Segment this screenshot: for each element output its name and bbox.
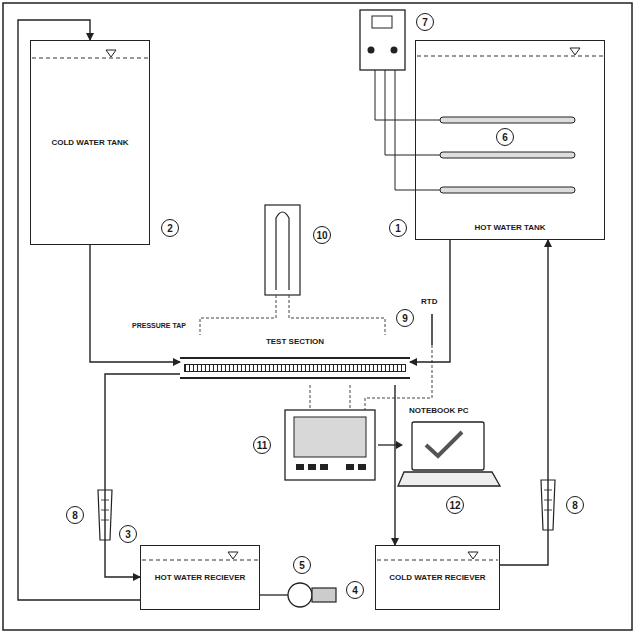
water-pipe	[18, 20, 140, 600]
callout-number: 2	[161, 219, 179, 237]
callout-number: 3	[119, 525, 137, 543]
inner-tube	[184, 364, 406, 372]
water-pipe	[500, 240, 548, 565]
heater-element	[440, 117, 575, 193]
callout-number: 11	[253, 436, 271, 454]
heater-controller	[360, 10, 405, 70]
callout-number: 8	[66, 506, 84, 524]
data-logger	[285, 410, 375, 480]
callout-number: 7	[416, 13, 434, 31]
pump-pipe	[260, 594, 288, 595]
laptop-base	[398, 472, 500, 486]
controller-knob	[368, 47, 375, 54]
controller-knob	[391, 47, 398, 54]
laptop-screen	[412, 422, 484, 470]
u-tube-manometer	[265, 205, 300, 295]
part-label: PRESSURE TAP	[131, 322, 187, 330]
callout-number: 8	[566, 496, 584, 514]
callout-number: 5	[293, 556, 311, 574]
logger-screen	[294, 417, 366, 457]
screen-check	[426, 432, 462, 456]
heat-exchanger-tube	[180, 357, 410, 379]
callout-number: 10	[313, 226, 331, 244]
test-section: TEST SECTION	[180, 335, 410, 385]
rotameter-scale	[101, 490, 552, 520]
receiver-box: HOT WATER RECIEVER	[140, 545, 260, 610]
node-label: HOT WATER TANK	[474, 223, 545, 233]
water-pipe	[394, 385, 395, 545]
water-pipe	[90, 245, 180, 362]
tank-box: COLD WATER TANK	[30, 40, 150, 245]
rotameter	[98, 480, 555, 540]
logger-button	[296, 464, 366, 470]
node-label: COLD WATER RECIEVER	[389, 573, 485, 583]
heater-wire	[375, 70, 440, 190]
level-symbol	[106, 48, 580, 559]
sensor-label: RTD	[420, 298, 438, 307]
callout-number: 12	[446, 496, 464, 514]
controller-display	[372, 16, 392, 28]
callout-number: 9	[396, 309, 414, 327]
node-label: COLD WATER TANK	[51, 138, 128, 148]
pump-motor	[312, 588, 336, 602]
u-tube	[276, 212, 289, 290]
callout-number: 6	[496, 128, 514, 146]
callout-number: 4	[346, 581, 364, 599]
node-label: TEST SECTION	[266, 337, 324, 347]
data-link-head	[396, 441, 403, 449]
node-label: HOT WATER RECIEVER	[155, 573, 246, 583]
part-label: NOTEBOOK PC	[408, 407, 470, 416]
data-link	[378, 444, 396, 445]
water-pipe	[105, 374, 180, 577]
rtd-probe	[431, 314, 433, 345]
callout-number: 1	[389, 219, 407, 237]
pump	[288, 583, 312, 607]
outer-frame	[3, 3, 632, 630]
pressure-line	[200, 295, 385, 335]
receiver-box: COLD WATER RECIEVER	[375, 545, 500, 610]
water-level	[32, 56, 603, 560]
water-pipe	[410, 240, 450, 362]
